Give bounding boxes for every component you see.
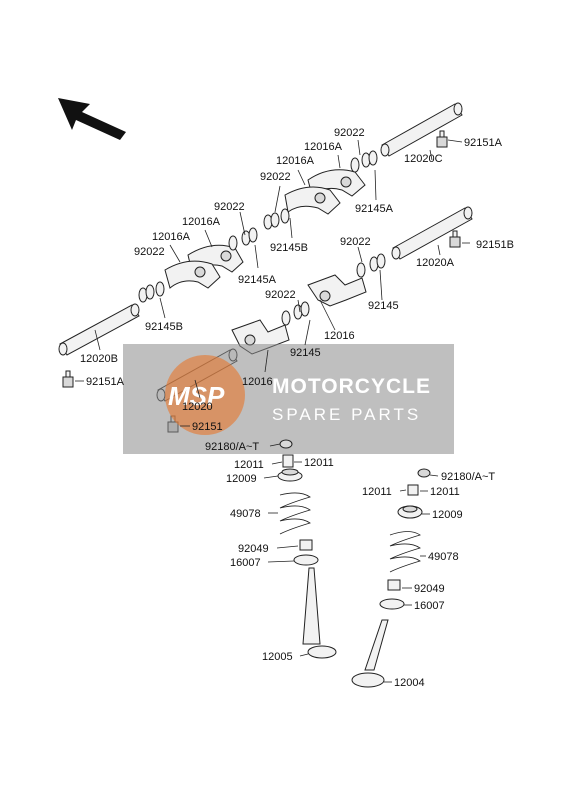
valve-12005	[302, 567, 337, 659]
label-92145B-b: 92145B	[145, 321, 183, 333]
label-16007-right: 16007	[414, 600, 445, 612]
label-12011-c: 12011	[362, 486, 392, 498]
seat-92049-right	[387, 579, 401, 591]
label-12020B: 12020B	[80, 353, 118, 365]
label-12020A: 12020A	[416, 257, 455, 269]
label-12020C: 12020C	[404, 153, 443, 165]
label-92022-e: 92022	[340, 236, 371, 248]
spring-49078-left	[279, 492, 311, 535]
collet-12011-right	[407, 484, 419, 496]
label-12020: 12020	[182, 401, 213, 413]
label-92022-a: 92022	[334, 127, 365, 139]
label-92151A-top: 92151A	[464, 137, 503, 149]
collet-12011-left	[282, 454, 294, 468]
label-92145A-a: 92145A	[355, 203, 394, 215]
valve-12004	[351, 619, 389, 688]
retainer-12009-left	[277, 468, 303, 482]
bolt-92151A-top	[436, 130, 448, 148]
label-16007-left: 16007	[230, 557, 261, 569]
watermark-logo-circle	[165, 355, 245, 435]
rocker-shaft-12020B	[58, 303, 140, 356]
label-92022-d: 92022	[134, 246, 165, 258]
label-92145A-b: 92145A	[238, 274, 277, 286]
label-12009-left: 12009	[226, 473, 257, 485]
label-92151: 92151	[192, 421, 223, 433]
label-92049-left: 92049	[238, 543, 269, 555]
rocker-shaft-12020A	[391, 206, 473, 260]
label-12016A-d: 12016A	[152, 231, 191, 243]
part-labels: 92151A 12020C 92022 12016A 12016A 92022 …	[80, 127, 514, 689]
label-92145-b: 92145	[290, 347, 321, 359]
label-12016A-b: 12016A	[276, 155, 315, 167]
label-12011-b: 12011	[304, 457, 334, 469]
valve-cap-92180-left	[279, 439, 293, 449]
watermark-subtitle: SPARE PARTS	[272, 405, 421, 424]
leader-lines	[75, 139, 470, 683]
label-12011-a: 12011	[234, 459, 264, 471]
arrow-icon	[58, 98, 126, 140]
rocker-arm-12016A-d	[164, 260, 221, 289]
label-92022-f: 92022	[265, 289, 296, 301]
bolt-92151A-left	[62, 370, 74, 388]
rocker-arm-12016-a	[307, 274, 367, 307]
label-12009-right: 12009	[432, 509, 463, 521]
label-49078-left: 49078	[230, 508, 261, 520]
label-92145-a: 92145	[368, 300, 399, 312]
rocker-arm-12016A-b	[284, 186, 341, 215]
label-12016A-c: 12016A	[182, 216, 221, 228]
label-92022-b: 92022	[260, 171, 291, 183]
label-12004: 12004	[394, 677, 425, 689]
label-12016-b: 12016	[242, 376, 273, 388]
label-12016A-a: 12016A	[304, 141, 343, 153]
retainer-12009-right	[397, 505, 423, 519]
label-12011-d: 12011	[430, 486, 460, 498]
label-92151B: 92151B	[476, 239, 514, 251]
label-92180-left: 92180/A~T	[205, 441, 259, 453]
seal-16007-left	[293, 554, 319, 566]
label-12005: 12005	[262, 651, 293, 663]
label-92180-right: 92180/A~T	[441, 471, 495, 483]
label-92049-right: 92049	[414, 583, 445, 595]
label-92145B-a: 92145B	[270, 242, 308, 254]
label-92022-c: 92022	[214, 201, 245, 213]
label-92151A-left: 92151A	[86, 376, 125, 388]
label-49078-right: 49078	[428, 551, 459, 563]
washers-92022-92145-mid	[138, 208, 290, 303]
label-12016-a: 12016	[324, 330, 355, 342]
washers-92022-92145A-upper	[350, 150, 378, 173]
valve-cap-92180-right	[417, 468, 431, 478]
rocker-shaft-12020C	[380, 102, 463, 157]
watermark-panel: MSP MOTORCYCLE SPARE PARTS	[123, 344, 454, 454]
washers-92022-92145-right	[281, 253, 386, 326]
watermark-brand: MOTORCYCLE	[272, 375, 431, 398]
bolt-92151B	[449, 230, 461, 248]
spring-49078-right	[389, 531, 421, 573]
seat-92049-left	[299, 539, 313, 551]
seal-16007-right	[379, 598, 405, 610]
